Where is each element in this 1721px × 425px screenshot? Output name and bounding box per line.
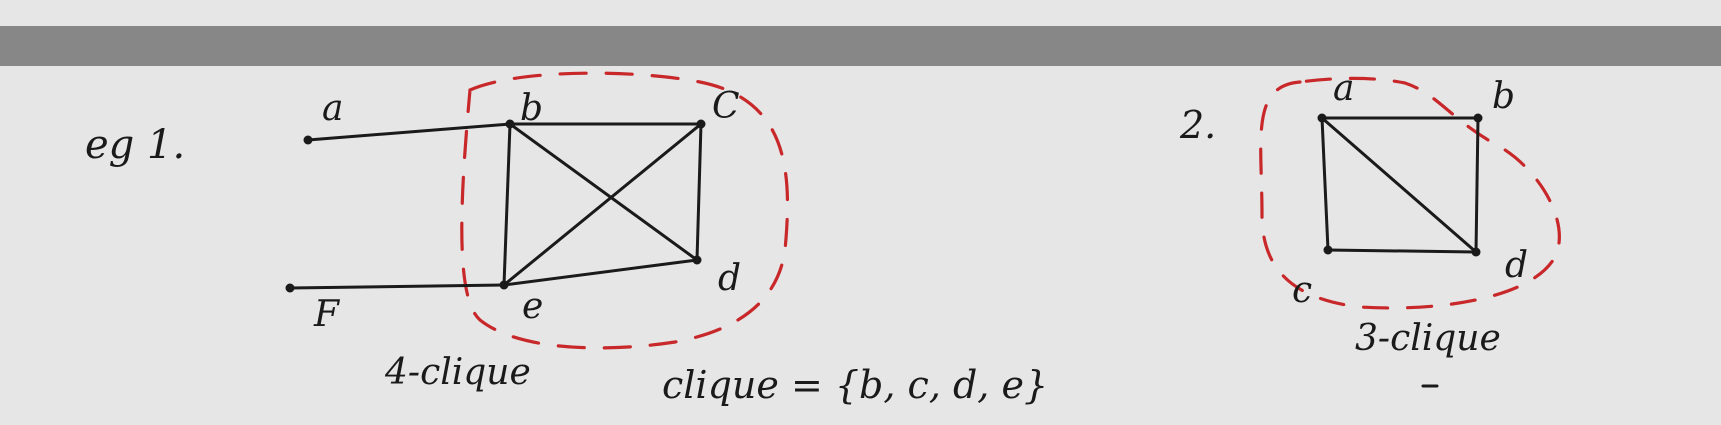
example-1-vertices [285, 119, 706, 293]
example1-vertex-f [285, 283, 295, 293]
example1-edge-b-d [508, 122, 699, 262]
example-2-clique-caption: 3-clique [1355, 318, 1501, 359]
example-1-clique-caption: 4-clique [384, 352, 531, 393]
example2-vertex-label-d: d [1505, 245, 1528, 286]
example1-vertex-a [303, 135, 313, 145]
example1-vertex-d [692, 255, 702, 265]
example2-edge-d-c [1326, 248, 1478, 254]
example1-edge-f-e [288, 283, 506, 290]
example1-vertex-label-a: a [322, 88, 343, 129]
example-2-vertex-labels: a b c d [1292, 68, 1528, 311]
example-2: 2. a b c d 3-clique [1179, 68, 1561, 388]
example-1-label: eg 1. [85, 122, 185, 168]
example1-edge-d-e [502, 258, 699, 287]
example2-vertex-label-a: a [1333, 68, 1354, 109]
example1-vertex-c [696, 119, 706, 129]
example2-edge-c-a [1320, 116, 1330, 252]
example2-vertex-d [1471, 247, 1481, 257]
example-1-clique-boundary [460, 71, 790, 350]
example2-vertex-a [1317, 113, 1327, 123]
example1-vertex-label-d: d [718, 258, 741, 299]
example1-edge-e-b [502, 122, 512, 287]
example-2-vertices [1317, 113, 1483, 257]
example2-edge-a-d [1320, 116, 1478, 254]
example2-vertex-c [1323, 245, 1333, 255]
example1-vertex-e [499, 280, 509, 290]
example1-vertex-label-e: e [522, 286, 543, 327]
example2-edge-b-d [1474, 116, 1480, 254]
example1-vertex-b [505, 119, 515, 129]
example1-edge-c-d [695, 122, 703, 262]
example-1-set-caption: clique = {b, c, d, e} [662, 363, 1048, 407]
example1-edge-c-e [502, 122, 703, 287]
header-bar [0, 26, 1721, 66]
example1-vertex-label-f: F [313, 294, 341, 335]
example-1-edges [288, 122, 703, 290]
example1-vertex-label-b: b [520, 88, 543, 129]
top-strip [0, 0, 1721, 26]
example1-vertex-label-c: C [712, 86, 740, 127]
example-2-clique-boundary [1259, 76, 1561, 310]
example-1-vertex-labels: a b Cd e F [313, 86, 741, 335]
example-2-edges [1320, 116, 1480, 254]
example-2-label: 2. [1179, 103, 1216, 147]
example1-edge-a-b [306, 122, 512, 142]
example2-vertex-b [1473, 113, 1483, 123]
example-1: eg 1. a b Cd e F 4-clique clique = {b, c, d,… [85, 71, 1048, 407]
example2-vertex-label-b: b [1492, 76, 1515, 117]
example2-vertex-label-c: c [1292, 270, 1312, 311]
